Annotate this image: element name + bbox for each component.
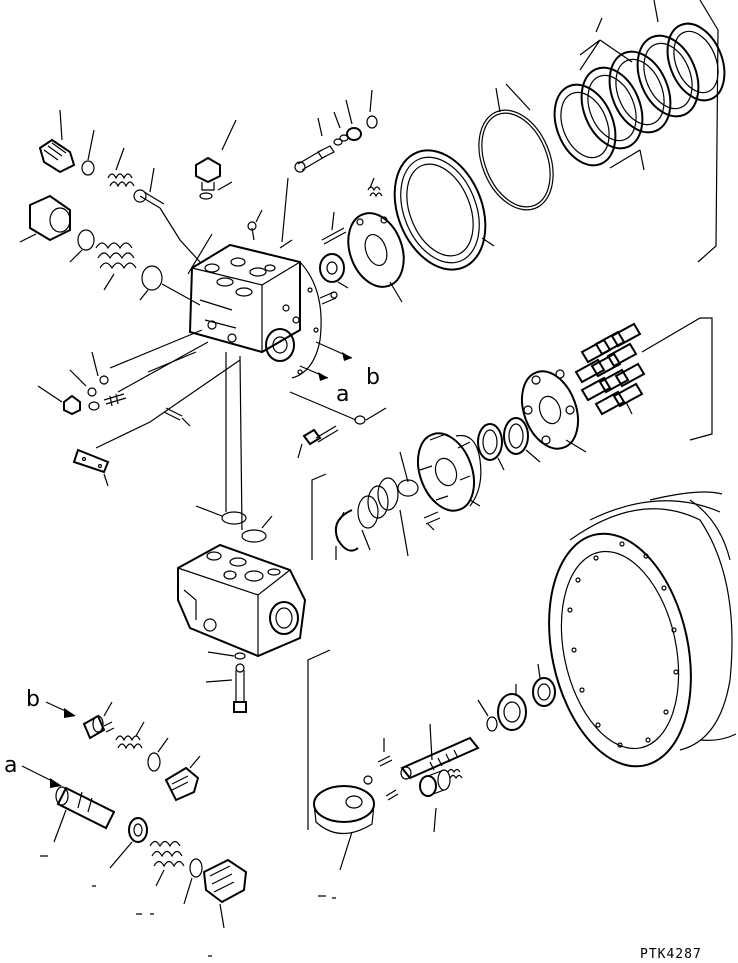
small-pin-center xyxy=(423,511,441,531)
swash-plate xyxy=(347,212,405,303)
end-cover-disc xyxy=(313,785,375,871)
retaining-ring xyxy=(334,509,359,560)
thrust-ring xyxy=(477,423,505,471)
brake-disc-stack xyxy=(553,0,726,263)
drive-shaft xyxy=(400,723,480,780)
dowel-pin-mid xyxy=(319,291,338,305)
piston-set xyxy=(574,317,713,441)
spring-large xyxy=(95,242,137,291)
drawing-code: PTK4287 xyxy=(640,947,702,962)
plug-cap-a xyxy=(202,858,248,929)
plug-cap-b xyxy=(164,755,201,802)
valve-plate xyxy=(520,369,587,453)
bolt-lower-center xyxy=(297,425,339,459)
callout-b-upper: b xyxy=(315,341,380,390)
plug-fitting-top xyxy=(38,109,76,174)
long-bolt xyxy=(205,651,247,713)
nameplate xyxy=(72,359,241,487)
collar-fitting-top xyxy=(345,89,378,141)
callout-a-upper-label: a xyxy=(336,382,349,407)
nut-small-left xyxy=(37,385,100,416)
snap-ring-small xyxy=(477,699,498,732)
callout-b-lower-label: b xyxy=(26,687,40,712)
cylinder-block xyxy=(416,432,482,512)
pin-upper xyxy=(321,211,347,245)
spool-plug-b xyxy=(82,701,115,740)
collar-lower-a xyxy=(109,817,148,869)
o-ring-lower-a xyxy=(183,858,203,905)
o-ring-large xyxy=(69,229,95,263)
spring-washer-stack xyxy=(357,451,419,557)
lower-valve-body xyxy=(177,543,307,658)
bearing-large xyxy=(532,663,556,707)
bolt-top xyxy=(133,167,201,263)
callout-b-upper-label: b xyxy=(366,365,380,390)
o-ring-lower-b xyxy=(147,737,169,772)
large-seal-ring xyxy=(393,149,495,271)
small-seal-left xyxy=(69,351,127,407)
callout-a-lower: a xyxy=(4,753,62,788)
spring-top xyxy=(107,147,135,188)
main-spool xyxy=(53,786,116,843)
valve-housing-block xyxy=(188,209,322,379)
callout-a-lower-label: a xyxy=(4,753,17,778)
spacer-disc xyxy=(139,265,201,306)
retainer-plate xyxy=(503,417,541,463)
thin-ring xyxy=(478,83,554,211)
screw-lower-center xyxy=(289,391,387,425)
spring-lower-b xyxy=(115,721,145,750)
bearing-medium xyxy=(497,684,527,731)
small-o-rings-top xyxy=(333,111,349,146)
ball-bearing-small xyxy=(319,253,349,289)
callout-a-upper: a xyxy=(299,365,349,407)
small-spring-mid xyxy=(367,177,383,198)
o-ring-small-top xyxy=(81,129,95,176)
motor-case-drum xyxy=(548,491,737,768)
large-plug-nut xyxy=(19,194,71,243)
spring-lower-a xyxy=(149,840,185,887)
pin-lower-left xyxy=(163,407,191,427)
collar-bearing-lower xyxy=(419,768,463,833)
callout-b-lower: b xyxy=(26,687,76,718)
screw-with-washer xyxy=(294,117,335,173)
plug-bolt-vertical xyxy=(195,119,237,200)
gaskets-pair xyxy=(195,505,273,543)
small-plugs-lower xyxy=(363,738,399,801)
